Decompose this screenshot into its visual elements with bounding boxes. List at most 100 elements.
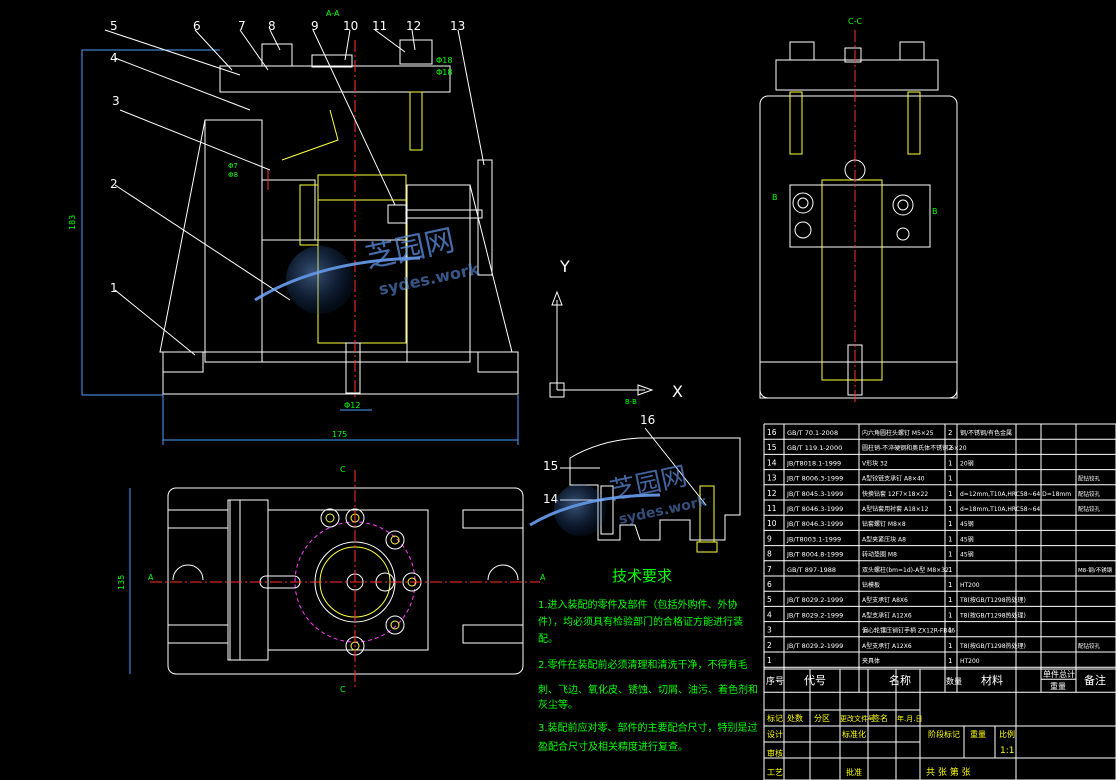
bom-cell-qty: 1 xyxy=(948,642,952,650)
tb-check: 审核 xyxy=(767,748,783,758)
watermark-logo xyxy=(254,246,661,536)
bom-cell-code: GB/T 897-1988 xyxy=(787,566,836,574)
section-mark-b-left: B xyxy=(772,193,778,202)
bom-cell-remark: 配钻铰孔 xyxy=(1078,505,1101,513)
bom-cell-seq: 15 xyxy=(767,443,777,452)
bom-cell-name: 双头螺柱(bm=1d)-A型 M8×32 xyxy=(862,566,949,574)
tb-scale-val: 1:1 xyxy=(1000,746,1014,756)
bom-cell-qty: 1 xyxy=(948,657,952,665)
bom-cell-code: GB/T 70.1-2008 xyxy=(787,429,838,437)
bom-cell-seq: 14 xyxy=(767,458,777,467)
bom-cell-seq: 6 xyxy=(767,580,772,589)
bom-cell-name: A型支承钉 A8X6 xyxy=(862,596,908,604)
section-mark-c-top: C xyxy=(340,465,346,474)
tech-lines: 1.进入装配的零件及部件（包括外购件、外协 件），均必须具有检验部门的合格证方能… xyxy=(538,598,758,753)
bom-header-code: 代号 xyxy=(804,674,826,687)
bom-cell-qty: 1 xyxy=(948,627,952,635)
tb-design: 设计 xyxy=(767,729,783,739)
dim-right-a: Φ18 xyxy=(436,68,452,77)
dim-right-b: Φ18 xyxy=(436,56,452,65)
side-view xyxy=(759,30,958,405)
bom-cell-qty: 1 xyxy=(948,520,952,528)
bom-cell-code: JB/T 8029.2-1999 xyxy=(786,642,843,650)
tb-sheets: 共 张 第 张 xyxy=(926,766,971,778)
balloon-8: 8 xyxy=(268,19,276,33)
tech-line: 件），均必须具有检验部门的合格证方能进行装 xyxy=(538,615,743,628)
section-label-bb: B-B xyxy=(625,398,637,406)
section-label-aa: A-A xyxy=(326,9,340,18)
dim-bottom: Φ12 xyxy=(344,401,360,410)
section-label-cc: C-C xyxy=(848,17,862,26)
bom-cell-qty: 1 xyxy=(948,535,952,543)
bom-header-unit: 单件 xyxy=(1043,669,1059,679)
balloon-7: 7 xyxy=(238,19,246,33)
bom-cell-name: 钻套螺钉 M8×8 xyxy=(862,520,906,528)
bom-cell-seq: 16 xyxy=(767,428,777,437)
bom-cell-remark: 配钻铰孔 xyxy=(1078,490,1101,498)
bom-cell-name: A型夹紧压块 A8 xyxy=(862,535,906,543)
bom-cell-code: JB/T 8029.2-1999 xyxy=(786,596,843,604)
bom-header-remark: 备注 xyxy=(1084,673,1106,687)
balloon-3: 3 xyxy=(112,94,120,108)
bom-cell-remark: 配钻铰孔 xyxy=(1078,475,1101,483)
bom-cell-code: JB/T8018.1-1999 xyxy=(786,459,841,467)
bom-cell-name: A型钻套用衬套 A18×12 xyxy=(862,505,929,513)
bom-header-name: 名称 xyxy=(889,673,911,687)
bom-cell-name: 夹具体 xyxy=(862,657,880,665)
tb-process: 工艺 xyxy=(767,768,783,777)
bom-header-qty: 数量 xyxy=(946,676,962,686)
balloon-15: 15 xyxy=(543,459,558,473)
title-block xyxy=(763,668,1116,780)
bom-cell-name: V形块 32 xyxy=(862,459,888,467)
bom-cell-seq: 10 xyxy=(767,519,777,528)
bom-cell-code: JB/T 8029.2-1999 xyxy=(786,611,843,619)
bom-cell-seq: 8 xyxy=(767,550,772,559)
tb-zone: 分区 xyxy=(814,714,830,723)
bom-cell-name: 偏心轮镶压销钉手柄 ZX12R-FB46 xyxy=(862,627,955,635)
balloon-9: 9 xyxy=(311,19,319,33)
balloon-6: 6 xyxy=(193,19,201,33)
bom-cell-name: 转动垫圈 M8 xyxy=(862,551,897,559)
axis-y: Y xyxy=(559,257,570,276)
bom-cell-code: JB/T 8046.3-1999 xyxy=(786,505,843,513)
bom-cell-code: JB/T 8046.3-1999 xyxy=(786,520,843,528)
balloon-4: 4 xyxy=(110,51,118,65)
tech-title: 技术要求 xyxy=(612,567,672,585)
dim-width: 175 xyxy=(332,430,347,439)
balloon-11: 11 xyxy=(372,19,387,33)
dim-height: 183 xyxy=(68,215,77,230)
bom-cell-material: T8(按GB/T1298热处理) xyxy=(959,611,1026,619)
bom-cell-seq: 13 xyxy=(767,474,777,483)
dim-plan: 135 xyxy=(117,575,126,590)
tb-count: 处数 xyxy=(787,713,803,723)
bom-cell-qty: 1 xyxy=(948,459,952,467)
bom-header-total: 总计 xyxy=(1059,669,1075,679)
bom-cell-seq: 7 xyxy=(767,565,772,574)
tb-doc: 更改文件号 xyxy=(840,714,875,723)
bom-cell-material: HT200 xyxy=(960,582,980,589)
bom-cell-qty: 1 xyxy=(948,611,952,619)
section-mark-a-right: A xyxy=(540,573,546,582)
axis-x: X xyxy=(672,382,683,401)
tb-sign: 签名 xyxy=(872,713,888,723)
bom-cell-material: T8(按GB/T1298热处理) xyxy=(959,596,1026,604)
balloon-12: 12 xyxy=(406,19,421,33)
tb-weight: 重量 xyxy=(970,729,986,739)
bom-cell-code: JB/T 8004.8-1999 xyxy=(786,551,843,559)
bom-cell-name: 快换钻套 12F7×18×22 xyxy=(862,490,928,498)
bom-cell-code: JB/T 8006.3-1999 xyxy=(786,475,843,483)
balloon-2: 2 xyxy=(110,177,118,191)
bom-cell-code: GB/T 119.1-2000 xyxy=(787,444,842,452)
tb-scale: 比例 xyxy=(999,729,1015,739)
dim-small-a: Φ7 xyxy=(228,162,238,170)
balloon-10: 10 xyxy=(343,19,358,33)
bom-cell-seq: 9 xyxy=(767,534,772,543)
plan-view xyxy=(129,470,540,690)
bom-cell-material: 45钢 xyxy=(960,535,974,543)
bom-cell-name: A型铰链支承钉 A8×40 xyxy=(862,475,925,483)
bom-cell-material: 20钢 xyxy=(960,459,974,467)
bom-header-weight: 重量 xyxy=(1050,681,1066,691)
bom-cell-qty: 2 xyxy=(948,444,952,452)
